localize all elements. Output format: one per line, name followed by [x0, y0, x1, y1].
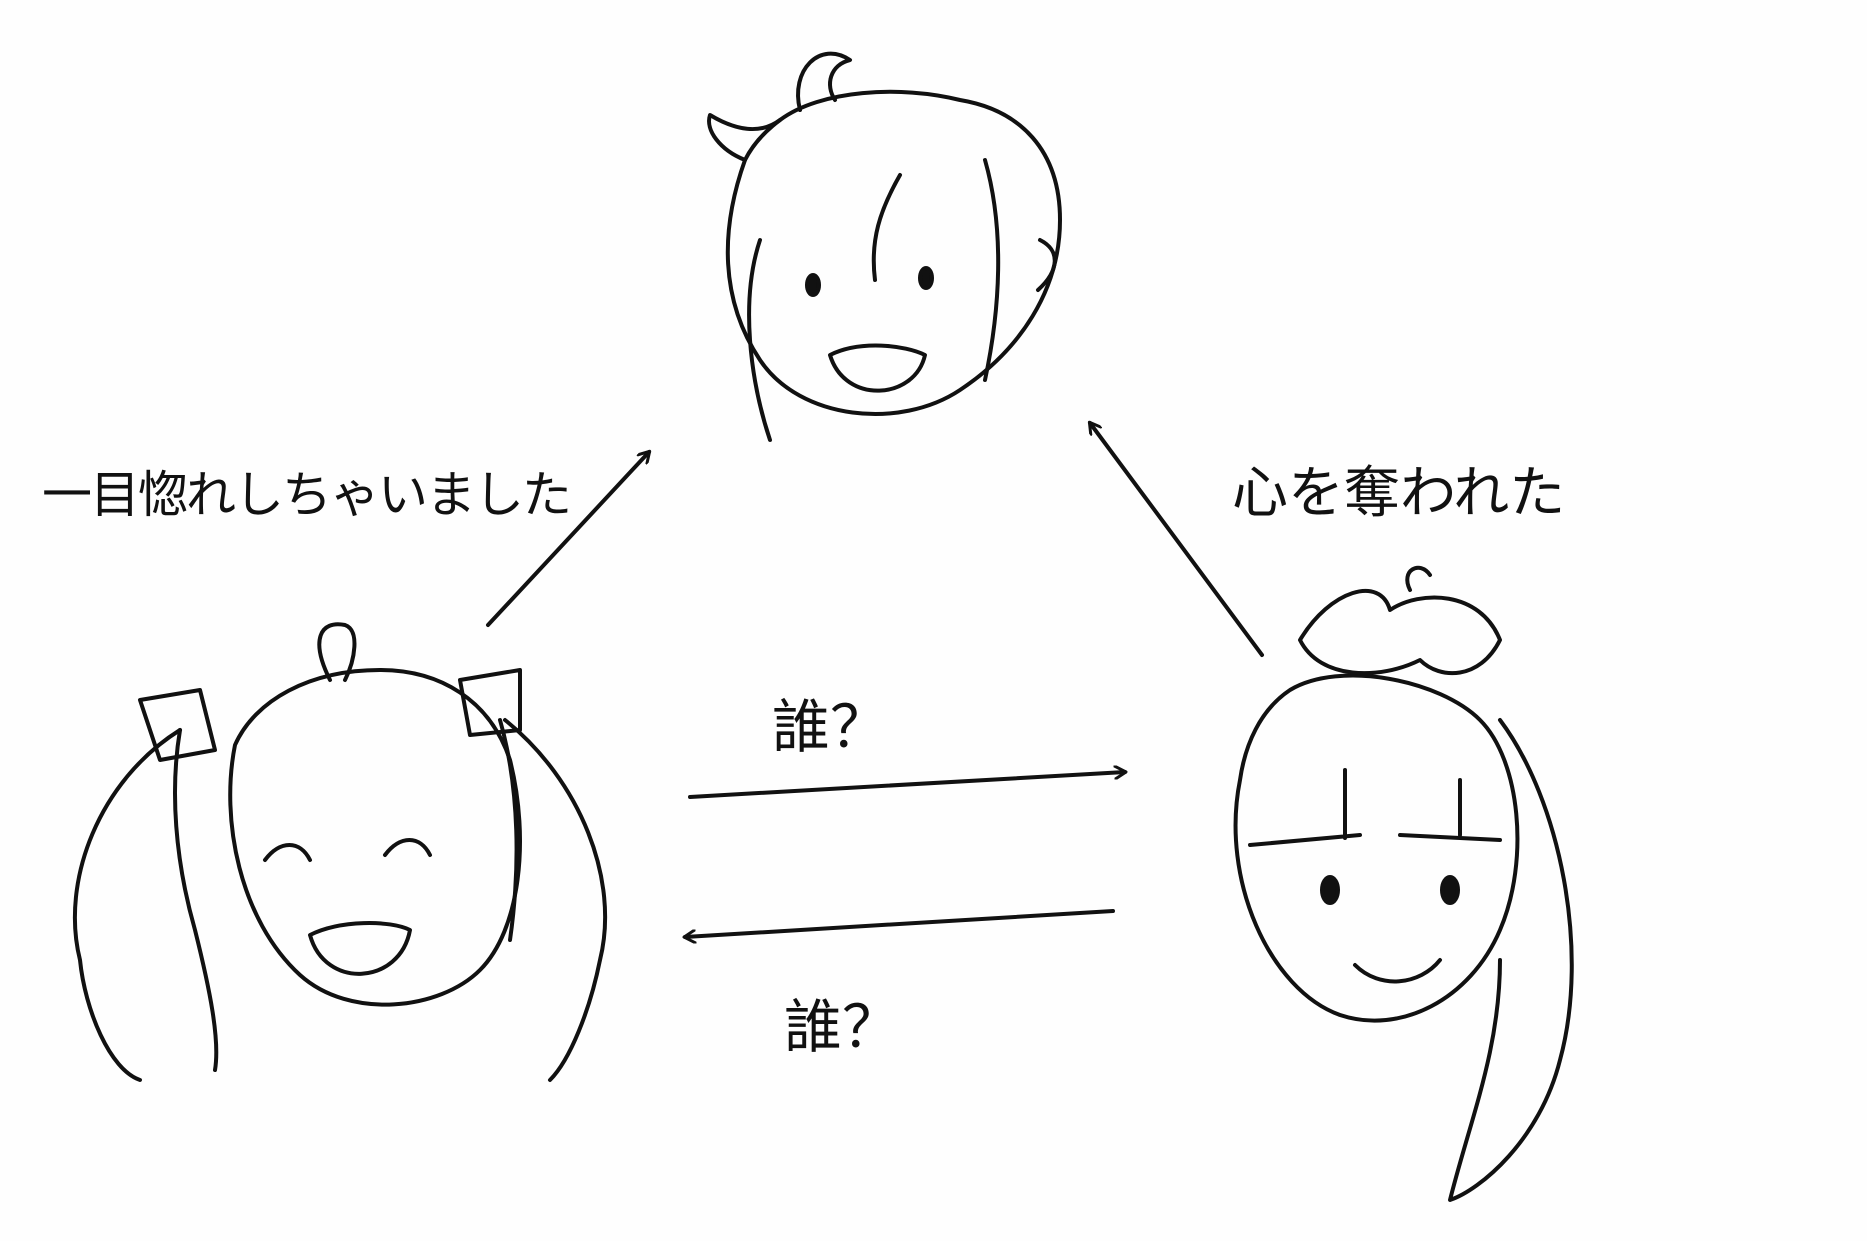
eye-right: [1440, 875, 1460, 905]
label-left-to-right: 誰？: [772, 693, 889, 761]
arrow-right-to-top: [1090, 423, 1264, 657]
mouth: [828, 343, 927, 393]
smile: [1353, 958, 1442, 984]
arrow-left-to-top: [486, 452, 649, 627]
arrow-left-to-right: [688, 772, 1125, 799]
eye-left: [1320, 875, 1340, 905]
label-right-to-left: 誰？: [784, 993, 901, 1061]
mouth: [308, 921, 412, 976]
top-character: [707, 51, 1062, 442]
label-right-to-top: 心を奪われた: [1232, 461, 1566, 526]
eye-left: [805, 273, 821, 297]
right-ponytail-character: [1233, 565, 1574, 1202]
left-twintail-character: [72, 622, 608, 1082]
arrow-right-to-left: [685, 909, 1115, 937]
label-left-to-top: 一目惚れしちゃいました: [42, 466, 572, 524]
eye-right: [918, 266, 934, 290]
closed-eye-left: [263, 843, 312, 862]
closed-eye-right: [383, 838, 432, 857]
